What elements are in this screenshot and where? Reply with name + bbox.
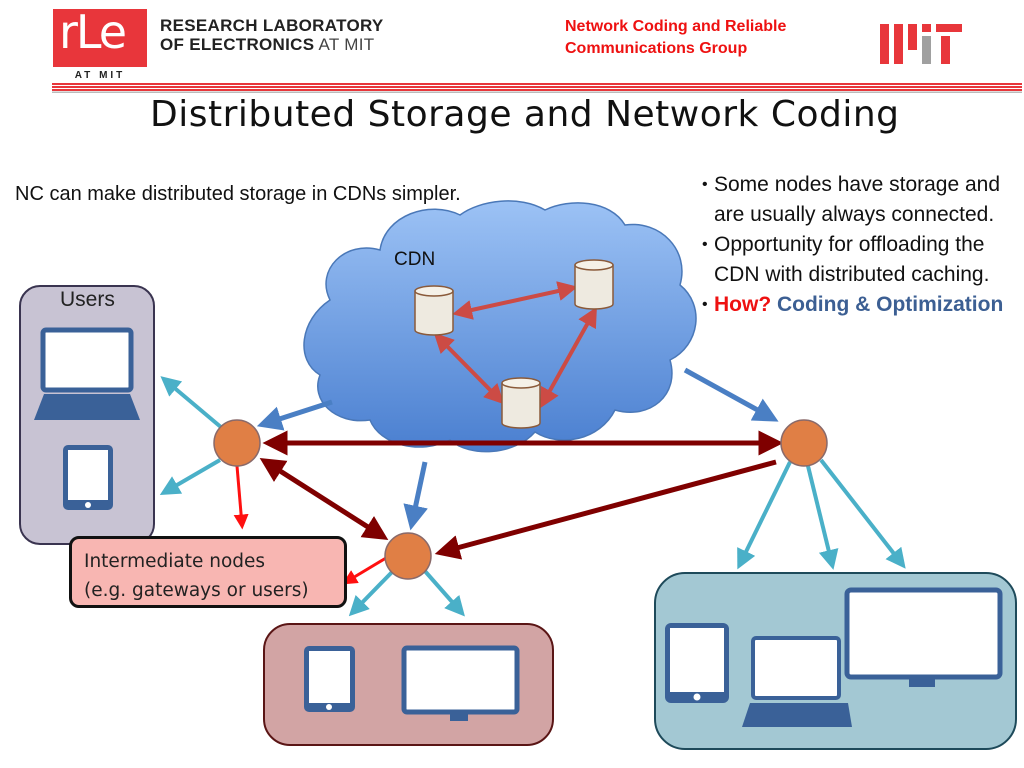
relay-to-device-arrow (737, 461, 792, 570)
rle-logo: rLe AT MIT (53, 5, 147, 85)
lab-name-line2: OF ELECTRONICS AT MIT (160, 35, 384, 54)
relay-to-device-arrow (806, 465, 839, 570)
group-name: Network Coding and Reliable Communicatio… (565, 16, 786, 60)
relay-to-device-arrow (422, 568, 465, 617)
tablet-icon (304, 646, 355, 712)
bullet-text: Some nodes have storage and are usually … (714, 173, 1001, 226)
bullet-dot-icon: • (702, 236, 708, 253)
intermediate-nodes-callout: Intermediate nodes (e.g. gateways or use… (69, 536, 347, 608)
storage-node-icon (574, 259, 614, 310)
laptop-icon (34, 327, 140, 420)
header-divider (52, 83, 1022, 93)
bullet-item: • Some nodes have storage and are usually… (702, 170, 1022, 230)
relay-node-left (213, 419, 261, 467)
storage-link (452, 281, 578, 320)
group-name-line1: Network Coding and Reliable (565, 18, 787, 35)
storage-link (433, 332, 505, 405)
cdn-to-relay-arrow (256, 399, 333, 431)
intermediate-pointer-arrow (233, 465, 249, 530)
laptop-icon (742, 636, 852, 727)
cdn-to-relay-arrow (683, 367, 779, 422)
relay-to-device-arrow (819, 458, 906, 569)
bullet-dot-icon: • (702, 296, 708, 313)
lab-name-light: AT MIT (314, 35, 375, 54)
slide-title: Distributed Storage and Network Coding (150, 94, 900, 135)
users-label: Users (60, 288, 115, 311)
cdn-to-relay-arrow (403, 461, 428, 531)
tablet-icon (665, 623, 729, 703)
storage-node-icon (501, 377, 541, 429)
bullet-item: • How? Coding & Optimization (702, 290, 1022, 320)
relay-node-right (780, 419, 828, 467)
intermediate-pointer-arrow (342, 556, 387, 585)
intro-text: NC can make distributed storage in CDNs … (15, 183, 461, 205)
bullet-dot-icon: • (702, 176, 708, 193)
lab-name-bold: OF ELECTRONICS (160, 35, 315, 54)
rle-logo-text: rLe (59, 5, 127, 59)
tablet-icon (63, 445, 113, 510)
rle-logo-subtext: AT MIT (53, 67, 147, 85)
relay-to-device-arrow (160, 376, 224, 430)
relay-link (259, 457, 389, 541)
lab-name-line1: RESEARCH LABORATORY (160, 16, 384, 35)
bullet-item: • Opportunity for offloading the CDN with… (702, 230, 1022, 290)
monitor-icon (844, 587, 1003, 687)
cdn-label: CDN (394, 249, 436, 270)
group-name-line2: Communications Group (565, 40, 748, 57)
relay-node-center (384, 532, 432, 580)
storage-node-icon (414, 285, 454, 336)
bullet-text: Opportunity for offloading the CDN with … (714, 233, 990, 286)
relay-to-device-arrow (159, 458, 222, 496)
relay-to-device-arrow (348, 568, 396, 617)
bullet-text: Coding & Optimization (771, 293, 1004, 316)
callout-line2: (e.g. gateways or users) (84, 580, 309, 601)
callout-line1: Intermediate nodes (84, 551, 266, 572)
mit-logo (880, 24, 962, 64)
relay-link (434, 459, 777, 560)
monitor-icon (401, 645, 520, 721)
bullet-list: • Some nodes have storage and are usually… (702, 170, 1022, 320)
cdn-cloud (303, 200, 697, 453)
bullet-emphasis: How? (714, 293, 772, 316)
storage-link (540, 306, 597, 409)
lab-name: RESEARCH LABORATORY OF ELECTRONICS AT MI… (160, 16, 384, 54)
